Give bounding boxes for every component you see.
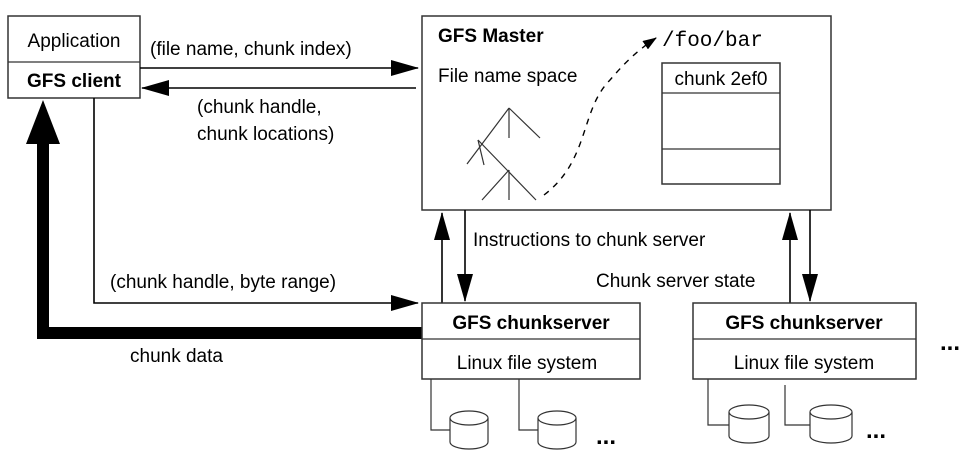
disk-icon [537,410,577,450]
disk-connector [707,379,729,426]
gfs-master-box: GFS Master File name space /foo/bar chun… [421,15,832,211]
more-chunkservers-ellipsis: ... [940,329,960,356]
chunk-table-header: chunk 2ef0 [675,69,768,90]
chunk-data-arrowhead-icon [26,100,60,144]
application-box-frame [7,15,141,99]
namespace-tree-icon [466,107,541,201]
gfs-master-title: GFS Master [438,26,544,47]
instructions-label: Instructions to chunk server [473,230,706,251]
disk-connector [518,379,538,431]
chunkserver-1-fs-label: Linux file system [457,353,597,374]
chunkserver-2: GFS chunkserver Linux file system ... [692,302,917,444]
chunkserver-1-title: GFS chunkserver [452,313,610,334]
chunkserver-2-title: GFS chunkserver [725,313,883,334]
master-to-client-label-line1: (chunk handle, [197,97,322,118]
chunkserver-1-frame [421,302,641,380]
master-to-client-label-line2: chunk locations) [197,124,334,145]
more-disks-ellipsis: ... [596,423,616,450]
disk-icon [809,404,853,444]
file-namespace-label: File name space [438,66,577,87]
more-disks-ellipsis: ... [866,417,886,444]
chunkserver-state-label: Chunk server state [596,271,755,292]
disk-icon [728,404,770,444]
chunkserver-2-frame [692,302,917,380]
client-to-chunkserver-label: (chunk handle, byte range) [110,272,336,293]
namespace-lookup-dashed-arrow [543,37,657,196]
chunkserver-1: GFS chunkserver Linux file system ... [421,302,641,450]
disk-connector [784,385,810,426]
gfs-client-label: GFS client [27,71,122,92]
chunkserver-2-fs-label: Linux file system [734,353,874,374]
application-label: Application [28,31,121,52]
chunk-data-label: chunk data [130,346,223,367]
application-box: Application GFS client [7,15,141,99]
chunk-table-frame [661,62,781,185]
client-to-chunkserver-arrow [93,98,419,311]
chunk-data-line [37,140,422,339]
disk-connector [430,379,450,431]
chunk-table: chunk 2ef0 [661,62,781,185]
client-to-master-label: (file name, chunk index) [150,39,352,60]
disk-icon [449,410,489,450]
path-label: /foo/bar [662,30,763,53]
